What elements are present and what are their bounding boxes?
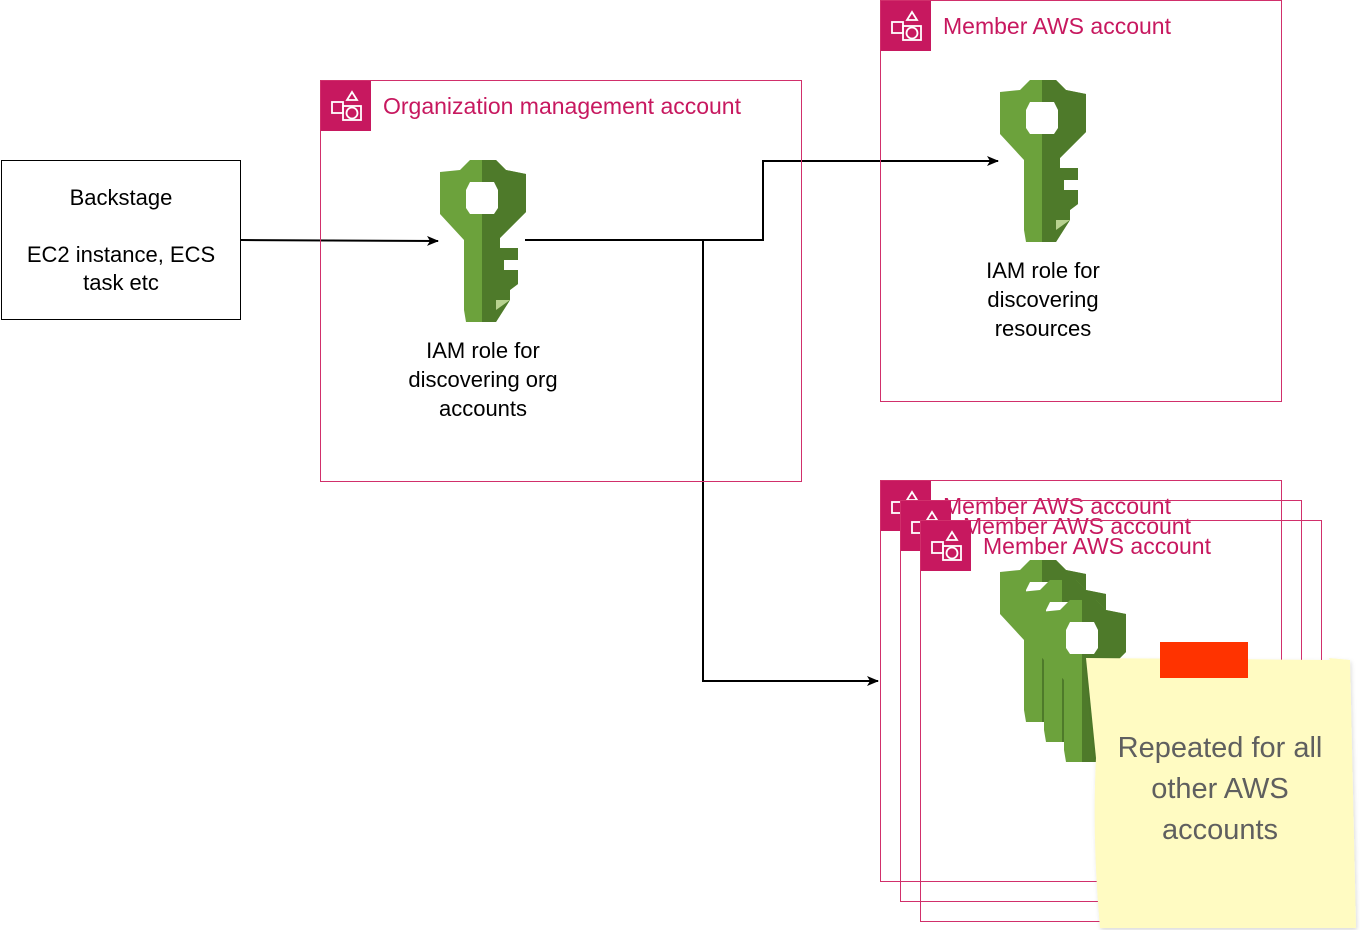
backstage-subtitle: EC2 instance, ECS task etc	[26, 241, 216, 295]
aws-account-group-icon	[321, 81, 371, 131]
iam-role-key-icon[interactable]	[440, 160, 526, 322]
arrow-backstage-to-org-role	[240, 235, 439, 246]
sticky-note-text: Repeated for all other AWS accounts	[1117, 732, 1323, 846]
stacked-account-title: Member AWS account	[943, 493, 1171, 519]
member-account-group[interactable]: Member AWS account	[880, 0, 1282, 402]
stacked-account-title: Member AWS account	[983, 533, 1211, 559]
stacked-account-title: Member AWS account	[963, 513, 1191, 539]
org-role-caption: IAM role for discovering org accounts	[408, 338, 558, 421]
aws-account-group-icon	[921, 521, 971, 571]
arrow-org-role-to-stacked-members	[702, 240, 879, 686]
iam-role-key-icon[interactable]	[1000, 80, 1086, 242]
sticky-note-paper	[1086, 642, 1356, 928]
org-management-account-group[interactable]: Organization management account	[320, 80, 802, 482]
backstage-title: Backstage	[69, 184, 173, 210]
backstage-box[interactable]: Backstage EC2 instance, ECS task etc	[1, 160, 241, 320]
member-role-caption: IAM role for discovering resources	[986, 258, 1100, 341]
member-account-title: Member AWS account	[943, 13, 1171, 39]
aws-account-group-icon	[881, 1, 931, 51]
org-account-title: Organization management account	[383, 93, 741, 119]
sticky-note-tape	[1160, 642, 1248, 678]
